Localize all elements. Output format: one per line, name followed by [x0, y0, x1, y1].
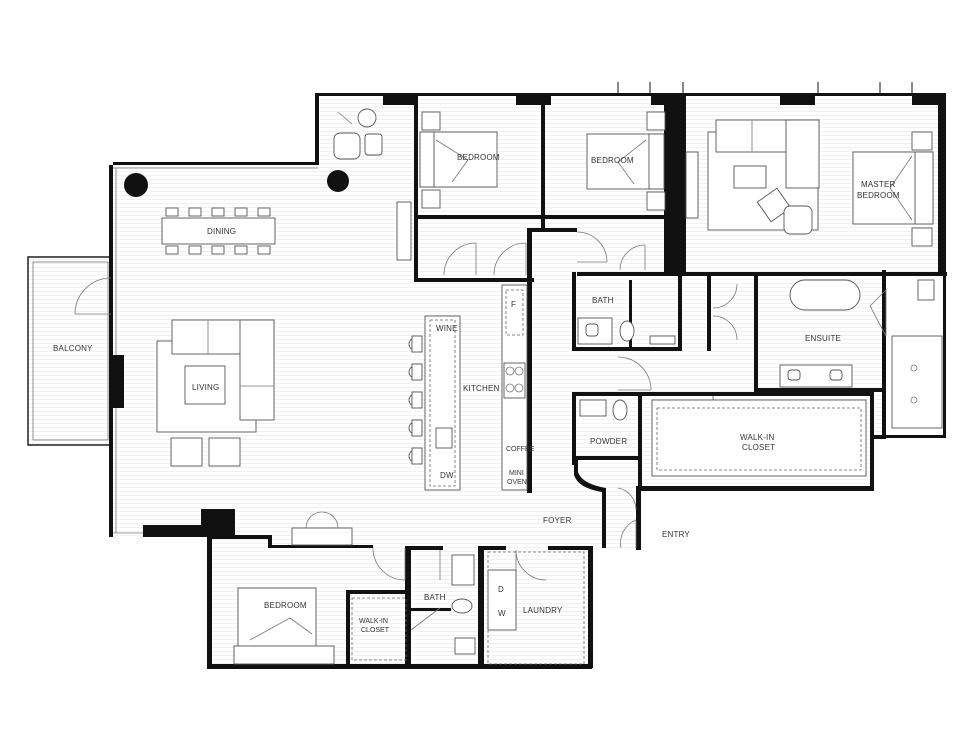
small-closet-label-2: CLOSET [361, 627, 390, 634]
walk-in-closet-shelves [651, 399, 867, 477]
foyer-label: FOYER [543, 516, 572, 525]
bedroom-1-label: BEDROOM [457, 153, 500, 162]
powder-label: POWDER [590, 437, 627, 446]
walk-in-closet-label-1: WALK-IN [740, 433, 774, 442]
kitchen-label: KITCHEN [463, 384, 500, 393]
master-bedroom-label-1: MASTER [861, 180, 896, 189]
fridge-label: F [511, 300, 516, 309]
bedroom-3-furniture [233, 511, 407, 665]
master-bedroom-label-2: BEDROOM [857, 191, 900, 200]
bedroom-1-furniture [419, 111, 498, 209]
bath-fixtures [451, 279, 943, 655]
entry-label: ENTRY [662, 530, 690, 539]
mini-oven-label-2: OVEN [507, 479, 527, 486]
bath-2-label: BATH [424, 593, 446, 602]
bedroom-2-label: BEDROOM [591, 156, 634, 165]
room-labels: BALCONY DINING LIVING BEDROOM BEDROOM MA… [53, 153, 900, 634]
bedroom-3-label: BEDROOM [264, 601, 307, 610]
balcony-outline [27, 256, 112, 446]
dishwasher-label: DW [440, 471, 454, 480]
living-label: LIVING [192, 383, 219, 392]
ensuite-label: ENSUITE [805, 334, 841, 343]
bath-1-label: BATH [592, 296, 614, 305]
living-furniture [156, 201, 412, 467]
laundry-label: LAUNDRY [523, 606, 563, 615]
coffee-label: COFFEE [506, 446, 535, 453]
master-bedroom-furniture [685, 119, 934, 247]
mini-oven-label-1: MINI [509, 470, 524, 477]
reading-chairs [333, 108, 383, 160]
kitchen-fixtures [408, 284, 528, 491]
small-closet-label-1: WALK-IN [359, 618, 388, 625]
bedroom-2-furniture [586, 111, 666, 211]
dining-label: DINING [207, 227, 236, 236]
washer-label: W [498, 609, 506, 618]
wine-label: WINE [436, 324, 458, 333]
interior-walls [212, 96, 947, 666]
walk-in-closet-label-2: CLOSET [742, 443, 775, 452]
balcony-label: BALCONY [53, 344, 93, 353]
dining-table [161, 207, 276, 255]
dryer-label: D [498, 585, 504, 594]
laundry-fixtures [487, 551, 585, 665]
